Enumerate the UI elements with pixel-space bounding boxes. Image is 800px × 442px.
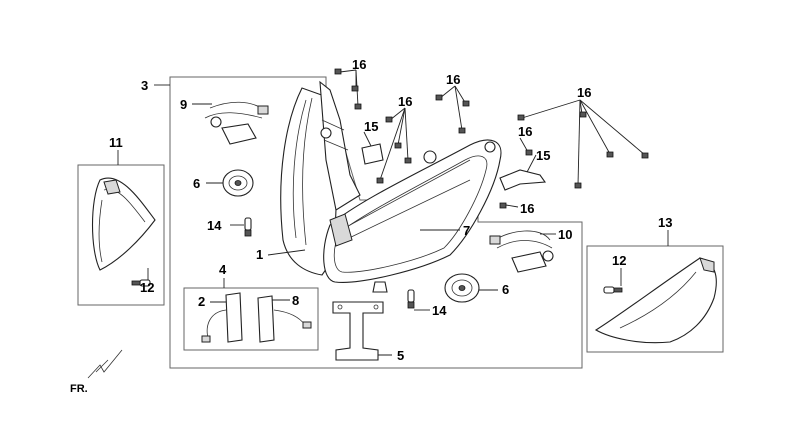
callout-15-left: 15: [364, 119, 378, 134]
callout-11: 11: [109, 135, 123, 150]
position-light-right: [257, 295, 312, 343]
callout-10: 10: [558, 227, 572, 242]
callout-16-f: 16: [520, 201, 534, 216]
callout-12-left: 12: [140, 280, 154, 295]
position-light-subframe: [183, 287, 319, 351]
winker-bulb-right: [603, 286, 623, 294]
callout-8: 8: [292, 293, 299, 308]
callout-4: 4: [219, 262, 227, 277]
callout-14-lower: 14: [432, 303, 447, 318]
callout-12-right: 12: [612, 253, 626, 268]
right-winker: [594, 257, 717, 344]
callout-9: 9: [180, 97, 187, 112]
callout-6-upper: 6: [193, 176, 200, 191]
callout-7: 7: [463, 223, 470, 238]
winker-bulb-left: [131, 279, 151, 287]
headlight-wire-harness-left: [204, 101, 269, 145]
callout-16-e: 16: [518, 124, 532, 139]
callout-15-right: 15: [536, 148, 550, 163]
bulb-lower: [407, 289, 415, 309]
mounting-bracket: [332, 301, 384, 361]
callout-16-a: 16: [352, 57, 366, 72]
bracket-clips: [361, 143, 547, 191]
bulb-upper: [244, 217, 252, 237]
callout-3: 3: [141, 78, 148, 93]
headlight-wire-harness-right: [489, 230, 554, 273]
left-winker: [91, 177, 156, 271]
callout-2: 2: [198, 294, 205, 309]
callout-16-d: 16: [577, 85, 591, 100]
callout-13: 13: [658, 215, 672, 230]
headlight-housing: [280, 80, 361, 276]
callout-14-upper: 14: [207, 218, 222, 233]
position-light-left: [201, 292, 243, 343]
rubber-cap-upper: [222, 169, 254, 197]
leader-lines: [117, 69, 669, 356]
headlight-lens: [323, 139, 502, 293]
callout-labels: 1 2 3 4 5 6 6 7 8 9 10 11 12 12 13 14 14…: [70, 57, 672, 395]
callout-5: 5: [397, 348, 404, 363]
left-winker-frame: [77, 164, 165, 306]
right-winker-frame: [586, 245, 724, 353]
callout-16-b: 16: [446, 72, 460, 87]
front-label: FR.: [70, 383, 88, 395]
front-direction-arrow: [87, 349, 123, 379]
callout-16-c: 16: [398, 94, 412, 109]
callout-6-lower: 6: [502, 282, 509, 297]
rubber-cap-lower: [444, 273, 480, 303]
callout-1: 1: [256, 247, 263, 262]
screw-fasteners: [334, 68, 649, 209]
